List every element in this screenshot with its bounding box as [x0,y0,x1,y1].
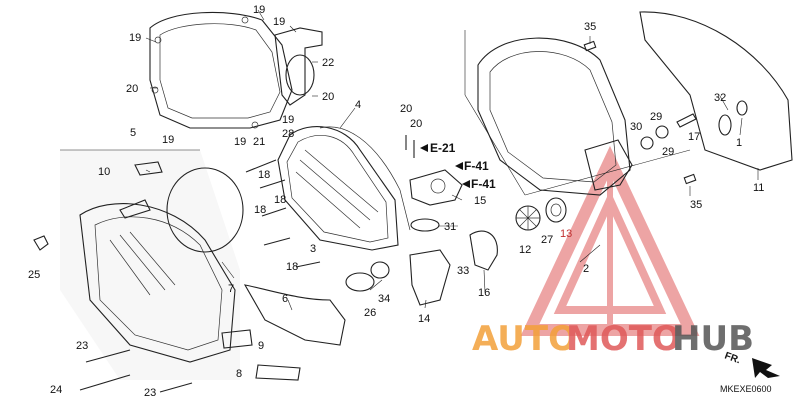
label-19: 19 [273,16,285,28]
label-29: 29 [650,111,662,123]
label-19: 19 [282,114,294,126]
label-30: 30 [630,121,642,133]
gasket-11 [639,11,793,171]
label-4: 4 [355,99,361,111]
label-32: 32 [714,92,726,104]
label-25: 25 [28,269,40,281]
ref-e21: E-21 [430,141,456,155]
label-20: 20 [126,83,138,95]
label-13: 13 [560,228,572,240]
label-18: 18 [274,194,286,206]
label-18: 18 [254,204,266,216]
label-19: 19 [162,134,174,146]
impeller-12 [515,205,541,231]
label-20: 20 [410,118,422,130]
label-1: 1 [736,137,742,149]
label-29: 29 [662,146,674,158]
watermark-auto: AUTO [472,319,577,359]
label-22: 22 [322,57,334,69]
part-labels: 19 19 19 22 20 20 19 28 19 21 5 19 10 18… [28,4,764,399]
label-12: 12 [519,244,531,256]
label-5: 5 [130,127,136,139]
label-24: 24 [50,384,62,396]
label-18: 18 [258,169,270,181]
watermark-hub: HUB [672,319,754,359]
left-cover-assembly [60,149,244,380]
ref-f41: F-41 [464,159,489,173]
label-33: 33 [457,265,469,277]
bolts [33,135,415,393]
clutch-cover-top [149,11,323,129]
part-9 [221,329,253,349]
water-pump-parts [345,169,498,306]
label-3: 3 [310,243,316,255]
gasket-6 [243,284,346,346]
label-20: 20 [322,91,334,103]
label-35: 35 [584,21,596,33]
label-17: 17 [688,131,700,143]
watermark-moto: MOTO [566,319,681,359]
label-21: 21 [253,136,265,148]
label-31: 31 [444,221,456,233]
label-8: 8 [236,368,242,380]
part-8 [255,364,301,381]
label-6: 6 [282,293,288,305]
label-20: 20 [400,103,412,115]
label-23: 23 [144,387,156,399]
label-23: 23 [76,340,88,352]
diagram-code: MKEXE0600 [720,384,772,394]
front-direction-arrow: FR. [723,350,780,378]
label-19: 19 [129,32,141,44]
label-28: 28 [282,128,294,140]
seal-13 [545,197,567,223]
label-27: 27 [541,234,553,246]
right-crankcase-cover [464,30,691,196]
label-11: 11 [753,182,764,194]
watermark-text: AUTO MOTO HUB [472,319,754,359]
label-34: 34 [378,293,390,305]
label-16: 16 [478,287,490,299]
reference-labels: E-21 F-41 F-41 [420,141,496,191]
label-15: 15 [474,195,486,207]
label-10: 10 [98,166,110,178]
leader-lines [145,9,759,311]
label-18: 18 [286,261,298,273]
label-7: 7 [228,283,234,295]
label-14: 14 [418,313,430,325]
arrow-icon [752,358,780,378]
label-19: 19 [234,136,246,148]
ref-f41: F-41 [471,177,496,191]
small-seals [583,40,748,185]
label-35: 35 [690,199,702,211]
fr-label: FR. [723,350,742,366]
label-19: 19 [253,4,265,16]
watermark-logo [520,145,700,336]
middle-cover [277,126,411,251]
label-26: 26 [364,307,376,319]
label-9: 9 [258,340,264,352]
label-2: 2 [583,263,589,275]
